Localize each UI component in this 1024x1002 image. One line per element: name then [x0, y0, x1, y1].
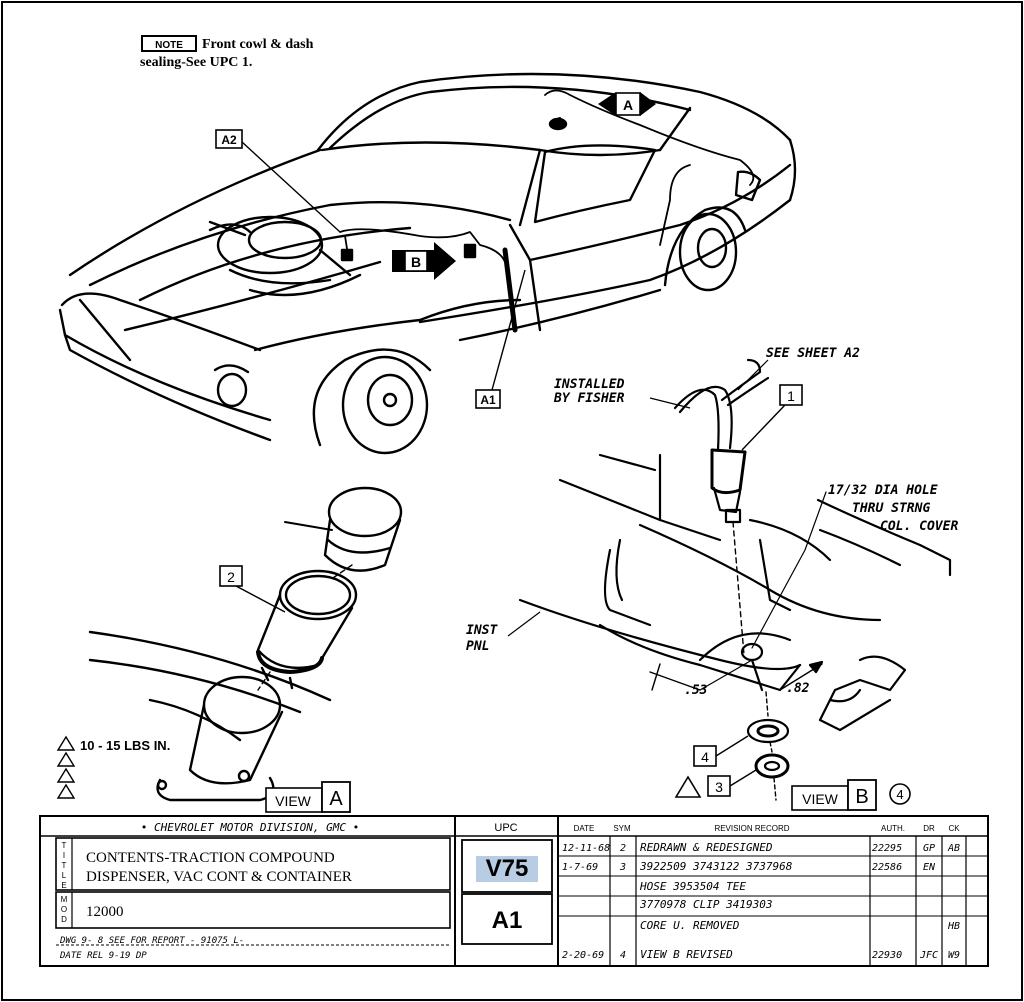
- revision-cell-sym: 3: [619, 862, 626, 873]
- dwg-line-1: DWG 9- 8 SEE FOR REPORT - 91075 L-: [59, 936, 244, 946]
- view-b-label: VIEW B 4: [791, 779, 911, 811]
- car-illustration: [58, 72, 797, 455]
- callout-part-1: 1: [741, 384, 803, 451]
- callout-a1-label: A1: [480, 393, 496, 407]
- callout-a1: A1: [475, 269, 526, 409]
- title-vertical-label: T I T L E: [61, 841, 66, 890]
- revision-cell-ck: HB: [947, 921, 960, 932]
- view-a-arrow-letter: A: [623, 97, 633, 113]
- view-b-arrow: B: [392, 242, 456, 280]
- revision-cell-dr: JFC: [919, 950, 938, 961]
- view-a-word: VIEW: [275, 793, 312, 809]
- view-a-arrow: A: [598, 92, 656, 116]
- view-a-illustration: [88, 486, 403, 802]
- view-b-illustration: [518, 358, 952, 801]
- title-letter: T: [62, 861, 67, 870]
- revision-record: 12-11-68 2 REDRAWN & REDESIGNED 22295 GP AB 1-…: [562, 841, 960, 961]
- revision-cell-date: 12-11-68: [562, 843, 610, 854]
- hole-note-2: THRU STRNG: [852, 501, 930, 516]
- see-sheet-label: SEE SHEET A2: [766, 346, 860, 361]
- callout-part-3-label: 3: [715, 779, 723, 795]
- callout-part-4-label: 4: [701, 749, 709, 765]
- dimension-82: .82: [786, 681, 810, 696]
- callout-a2-label: A2: [221, 133, 237, 147]
- view-b-revision: 4: [896, 787, 903, 802]
- view-a-letter: A: [329, 788, 343, 810]
- revision-cell-dr: EN: [923, 862, 936, 873]
- callout-part-2: 2: [219, 565, 286, 613]
- rev-header-sym: SYM: [613, 824, 631, 833]
- installed-label-2: BY FISHER: [553, 391, 625, 406]
- revision-cell-sym: 4: [620, 950, 626, 961]
- title-letter: T: [62, 841, 67, 850]
- inst-pnl-label-1: INST: [466, 623, 498, 638]
- revision-cell-date: 2-20-69: [562, 950, 604, 961]
- division-name: • CHEVROLET MOTOR DIVISION, GMC •: [141, 821, 360, 834]
- view-b-word: VIEW: [802, 791, 839, 807]
- title-block: [39, 815, 989, 967]
- view-b-arrow-letter: B: [411, 254, 421, 270]
- hole-note-3: COL. COVER: [880, 519, 958, 534]
- revision-cell-auth: 22586: [872, 862, 902, 873]
- revision-cell-sym: 2: [620, 843, 626, 854]
- note-badge-box: [141, 35, 197, 52]
- hole-note-1: 17/32 DIA HOLE: [828, 483, 938, 498]
- title-letter: I: [63, 851, 65, 860]
- callout-part-4: 4: [693, 735, 749, 767]
- title-letter: L: [62, 871, 67, 880]
- revision-cell-ck: W9: [948, 950, 960, 961]
- sheet-number: A1: [492, 907, 523, 934]
- revision-cell-text: REDRAWN & REDESIGNED: [640, 841, 773, 854]
- revision-cell-dr: GP: [923, 843, 935, 854]
- revision-cell-text: VIEW B REVISED: [640, 948, 733, 961]
- upc-code: V75: [486, 855, 529, 882]
- revision-cell-ck: AB: [947, 843, 960, 854]
- mod-letter: M: [61, 895, 68, 904]
- revision-cell-date: 1-7-69: [562, 862, 598, 873]
- callout-a2: A2: [215, 129, 341, 233]
- title-line-1: CONTENTS-TRACTION COMPOUND: [86, 850, 335, 866]
- callout-part-2-label: 2: [227, 569, 235, 585]
- note-block: NOTE Front cowl & dash sealing-See UPC 1…: [140, 35, 314, 70]
- revision-cell-auth: 22295: [872, 843, 902, 854]
- mod-letter: O: [61, 905, 67, 914]
- callout-part-3: 3: [674, 769, 757, 798]
- dwg-line-2: DATE REL 9-19 DP: [59, 951, 147, 961]
- revision-cell-text: 3770978 CLIP 3419303: [639, 898, 772, 911]
- title-letter: E: [61, 881, 66, 890]
- title-line-2: DISPENSER, VAC CONT & CONTAINER: [86, 869, 352, 885]
- mod-value: 12000: [86, 904, 124, 920]
- upc-header: UPC: [494, 822, 517, 834]
- revision-cell-text: HOSE 3953504 TEE: [639, 880, 746, 893]
- mod-vertical-label: M O D: [61, 895, 68, 924]
- revision-cell-text: CORE U. REMOVED: [640, 919, 740, 932]
- dimension-53: .53: [684, 683, 708, 698]
- rev-header-auth: AUTH.: [881, 824, 905, 833]
- torque-value: 10 - 15 LBS IN.: [80, 738, 170, 753]
- note-line-2: sealing-See UPC 1.: [140, 55, 252, 70]
- revision-cell-auth: 22930: [872, 950, 902, 961]
- view-b-letter: B: [855, 786, 868, 808]
- note-badge: NOTE: [155, 40, 183, 51]
- rev-header-ck: CK: [948, 824, 960, 833]
- callout-part-1-label: 1: [787, 388, 795, 404]
- view-a-label: VIEW A: [265, 781, 351, 813]
- revision-cell-text: 3922509 3743122 3737968: [639, 860, 793, 873]
- mod-letter: D: [61, 915, 67, 924]
- rev-header-date: DATE: [574, 824, 595, 833]
- rev-header-dr: DR: [923, 824, 935, 833]
- note-line-1: Front cowl & dash: [202, 37, 314, 52]
- installed-label-1: INSTALLED: [554, 377, 625, 392]
- rev-header-record: REVISION RECORD: [714, 824, 789, 833]
- inst-pnl-label-2: PNL: [466, 639, 489, 654]
- torque-spec: 10 - 15 LBS IN.: [56, 735, 170, 799]
